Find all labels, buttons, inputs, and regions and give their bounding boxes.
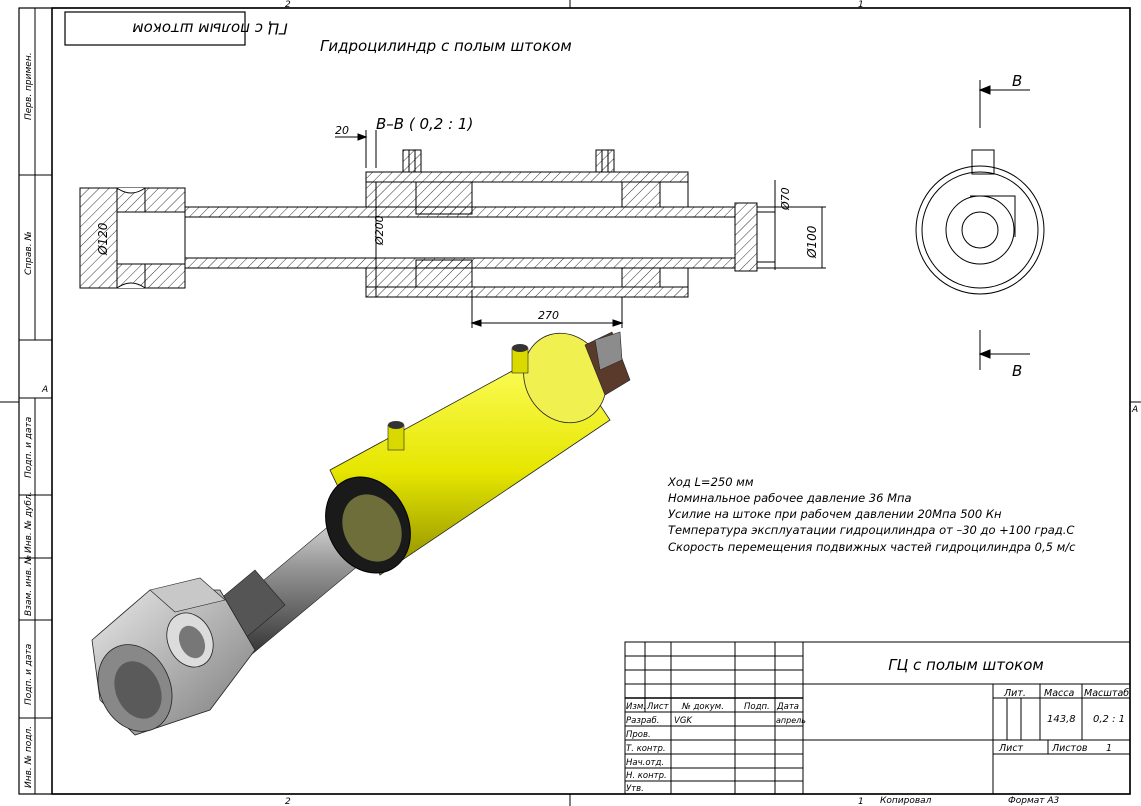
dim-270: 270: [538, 309, 559, 322]
tb-row-nkontr: Н. контр.: [626, 771, 667, 781]
section-letter-top: В: [1012, 72, 1022, 90]
left-strip: [19, 8, 52, 794]
tb-col-doc: № докум.: [681, 702, 724, 712]
spec-line-4: Температура эксплуатации гидроцилиндра о…: [668, 523, 1074, 537]
tb-col-podp: Подп.: [744, 702, 770, 712]
zone-right: A: [1131, 405, 1138, 415]
tb-format: Формат А3: [1008, 796, 1060, 806]
strip-perv-primen: Перв. примен.: [24, 52, 34, 120]
tb-razrab-name: VGK: [674, 716, 693, 726]
spec-line-3: Усилие на штоке при рабочем давлении 20М…: [668, 507, 1002, 521]
tb-col-izm: Изм.: [626, 702, 646, 712]
tb-col-list: Лист: [646, 702, 670, 712]
tb-row-nachotd: Нач.отд.: [626, 758, 664, 768]
tb-massa-value: 143,8: [1047, 714, 1076, 725]
spec-line-2: Номинальное рабочее давление 36 Мпа: [668, 491, 912, 505]
strip-vzam-inv: Взам. инв. №: [24, 555, 34, 616]
zone-left: A: [41, 385, 48, 395]
tb-lit-label: Лит.: [1003, 688, 1026, 699]
tb-row-prov: Пров.: [626, 730, 651, 740]
zone-bottom-right: 1: [858, 797, 864, 806]
tb-row-tkontr: Т. контр.: [626, 744, 666, 754]
tb-list-label: Лист: [998, 743, 1024, 754]
section-letter-bottom: В: [1012, 362, 1022, 380]
tb-row-utv: Утв.: [626, 784, 644, 794]
drawing-title: Гидроцилиндр с полым штоком: [320, 37, 572, 55]
dim-20: 20: [335, 124, 349, 137]
end-view: [915, 80, 1045, 370]
tb-razrab-date: апрель: [776, 716, 806, 725]
dim-d200: Ø200: [373, 215, 386, 246]
isometric-view: [91, 331, 631, 736]
strip-inv-dubl: Инв. № дубл.: [24, 491, 34, 553]
strip-podp-data-2: Подп. и дата: [24, 644, 34, 705]
tb-massa-label: Масса: [1044, 688, 1074, 699]
dim-d100: Ø100: [805, 225, 819, 259]
tb-col-data: Дата: [776, 702, 799, 712]
strip-inv-podl: Инв. № подл.: [24, 726, 34, 788]
tb-kopiroval: Копировал: [880, 796, 932, 806]
strip-podp-data-1: Подп. и дата: [24, 417, 34, 478]
tb-masshtab-label: Масштаб: [1084, 688, 1129, 699]
zone-top-right: 1: [858, 0, 864, 10]
section-view: [79, 130, 826, 328]
spec-line-5: Скорость перемещения подвижных частей ги…: [668, 540, 1076, 554]
tb-row-razrab: Разраб.: [626, 716, 659, 726]
dim-d70: Ø70: [779, 187, 792, 211]
strip-sprav-no: Справ. №: [24, 231, 34, 275]
top-stamp-text: ГЦ с полым штоком: [132, 20, 287, 38]
tb-listov-value: 1: [1106, 743, 1112, 754]
tb-listov-label: Листов: [1051, 743, 1088, 754]
spec-line-1: Ход L=250 мм: [667, 475, 754, 489]
zone-bottom-left: 2: [285, 797, 291, 806]
zone-top-left: 2: [285, 0, 291, 10]
section-label: В–В ( 0,2 : 1): [376, 115, 473, 133]
tb-name: ГЦ с полым штоком: [888, 656, 1043, 674]
title-block: [624, 641, 1131, 795]
tb-masshtab-value: 0,2 : 1: [1093, 714, 1125, 725]
top-stamp-box: [64, 11, 246, 46]
dim-d120: Ø120: [96, 222, 110, 256]
